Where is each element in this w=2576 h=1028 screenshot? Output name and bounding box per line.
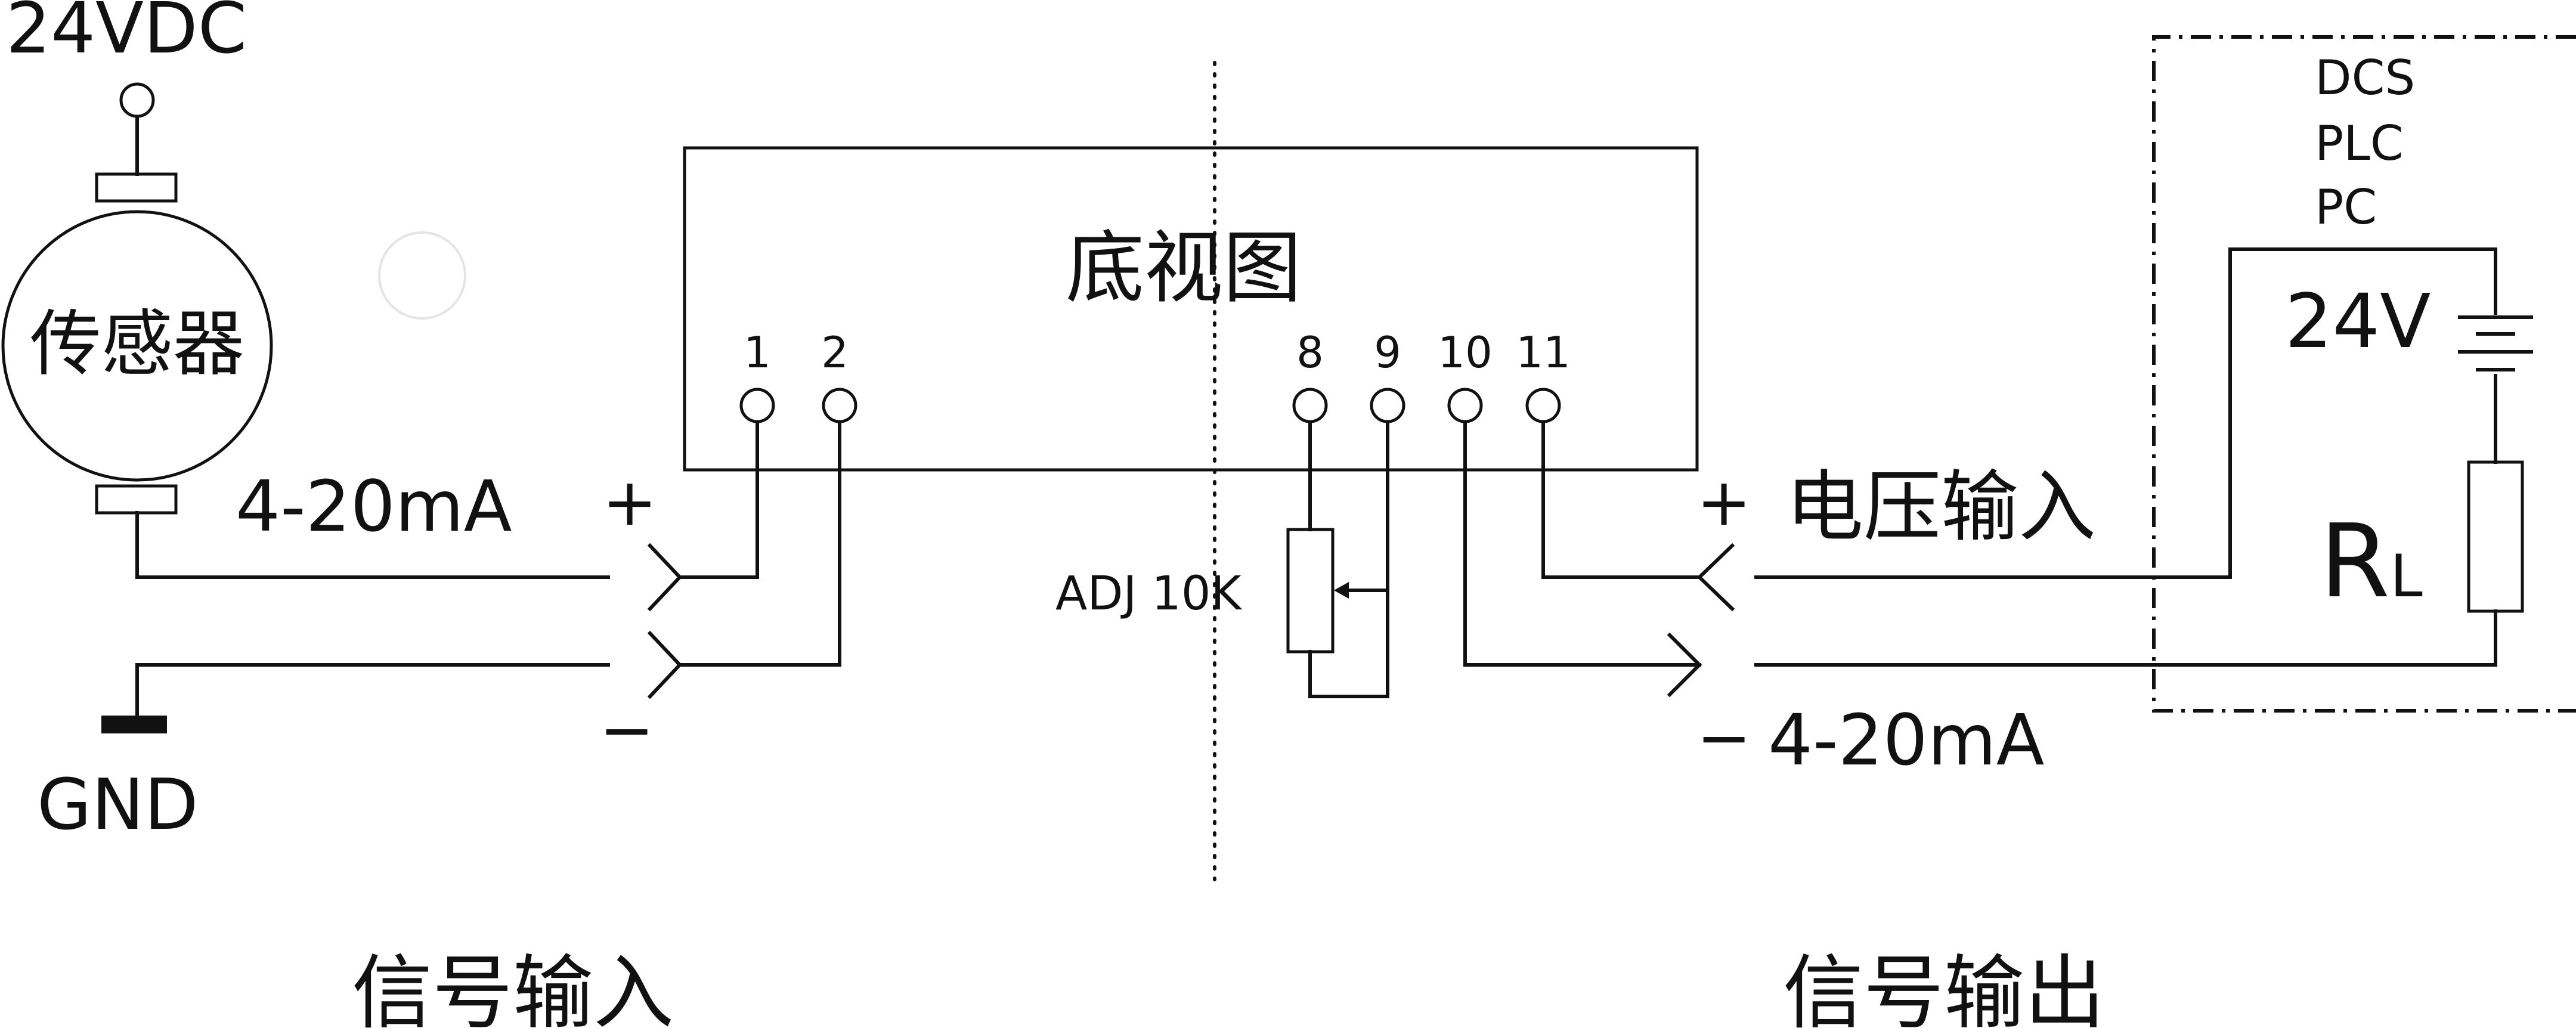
input-plus-sign: + xyxy=(602,464,657,540)
pin-label-9: 9 xyxy=(1374,327,1401,377)
pin-10 xyxy=(1447,388,1483,423)
load-resistor xyxy=(2467,460,2524,613)
pin-2 xyxy=(822,388,857,423)
pin-9 xyxy=(1370,388,1405,423)
pin-label-1: 1 xyxy=(744,327,771,377)
input-connector-plus xyxy=(647,543,683,612)
module-bottom-view: 底视图 1 2 8 9 10 11 xyxy=(683,146,1699,698)
gnd-symbol xyxy=(101,716,167,733)
section-output-caption: 信号输出 xyxy=(1783,946,2105,1028)
pin-label-10: 10 xyxy=(1438,327,1493,377)
supply-terminal xyxy=(119,82,155,118)
potentiometer-body xyxy=(1286,528,1335,654)
potentiometer-label: ADJ 10K xyxy=(1055,567,1242,621)
input-connector-minus xyxy=(647,630,683,699)
load-label: RL xyxy=(2320,503,2423,621)
receiver-group: DCS PLC PC 24V RL xyxy=(2152,35,2576,713)
pin-label-8: 8 xyxy=(1296,327,1324,377)
sensor-bottom-terminal xyxy=(95,484,178,515)
pin-1 xyxy=(739,388,775,423)
section-input-caption: 信号输入 xyxy=(352,946,674,1028)
gnd-label: GND xyxy=(37,763,199,846)
pin-label-2: 2 xyxy=(821,327,849,377)
pin-label-11: 11 xyxy=(1516,327,1571,377)
pin-11 xyxy=(1525,388,1561,423)
receiver-boundary xyxy=(2152,35,2576,713)
sensor-top-terminal xyxy=(95,172,178,203)
module-outline xyxy=(683,146,1699,472)
output-connector-plus xyxy=(1696,543,1735,612)
potentiometer: ADJ 10K xyxy=(1055,528,1389,698)
pin-8 xyxy=(1292,388,1328,423)
sensor-body xyxy=(1,210,273,482)
input-current-label: 4-20mA xyxy=(236,465,512,547)
receiver-plc-label: PLC xyxy=(2315,116,2404,171)
module-title: 底视图 xyxy=(1066,222,1302,314)
receiver-dcs-label: DCS xyxy=(2315,50,2415,106)
supply-voltage-label: 24VDC xyxy=(6,0,247,69)
faint-circle-mark xyxy=(378,231,466,320)
output-arrow xyxy=(1667,632,1702,698)
output-voltage-label: 电压输入 xyxy=(1786,462,2096,552)
sensor-group: 24VDC 传感器 4-20mA + GND − xyxy=(1,0,657,846)
sensor-label: 传感器 xyxy=(30,303,244,386)
output-plus-sign: + xyxy=(1696,464,1751,540)
potentiometer-wiper-arrow xyxy=(1334,582,1349,599)
output-current-label: 4-20mA xyxy=(1768,699,2044,781)
battery-label: 24V xyxy=(2285,278,2431,365)
input-minus-sign: − xyxy=(599,692,654,768)
receiver-pc-label: PC xyxy=(2315,179,2377,235)
output-minus-sign: − xyxy=(1696,699,1751,776)
